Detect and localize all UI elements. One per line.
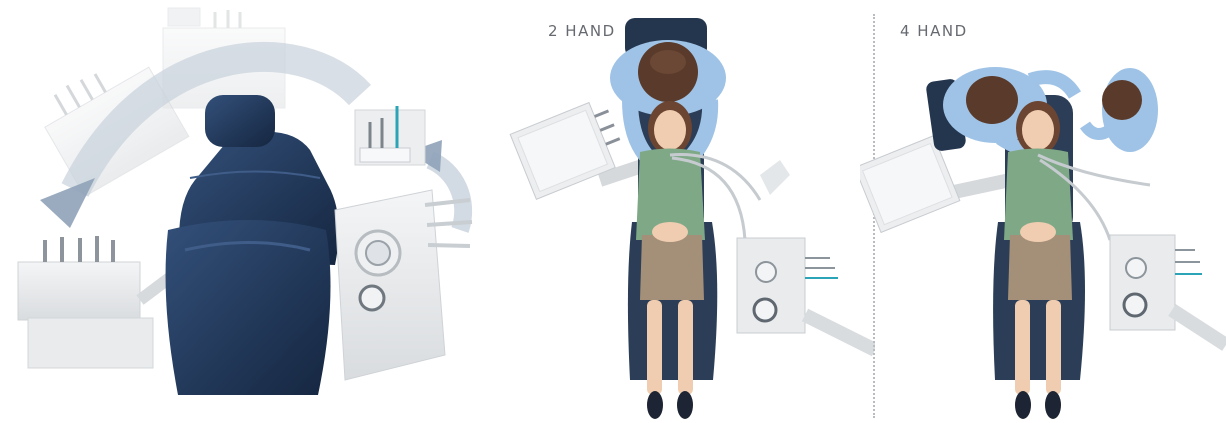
cuspidor-4hand	[1110, 235, 1226, 345]
assistant-figure	[1085, 68, 1158, 152]
two-hand-illustration	[490, 0, 875, 423]
cuspidor-2hand	[737, 160, 875, 350]
dental-chair	[166, 95, 339, 395]
rotate-arrow-right-icon	[430, 160, 463, 230]
four-hand-illustration	[860, 0, 1226, 423]
cuspidor-unit	[335, 190, 472, 380]
chair-rotation-illustration	[0, 0, 490, 423]
delivery-tray-left	[18, 236, 180, 368]
assistant-instruments	[355, 106, 425, 165]
delivery-tray-4hand	[860, 136, 1010, 233]
